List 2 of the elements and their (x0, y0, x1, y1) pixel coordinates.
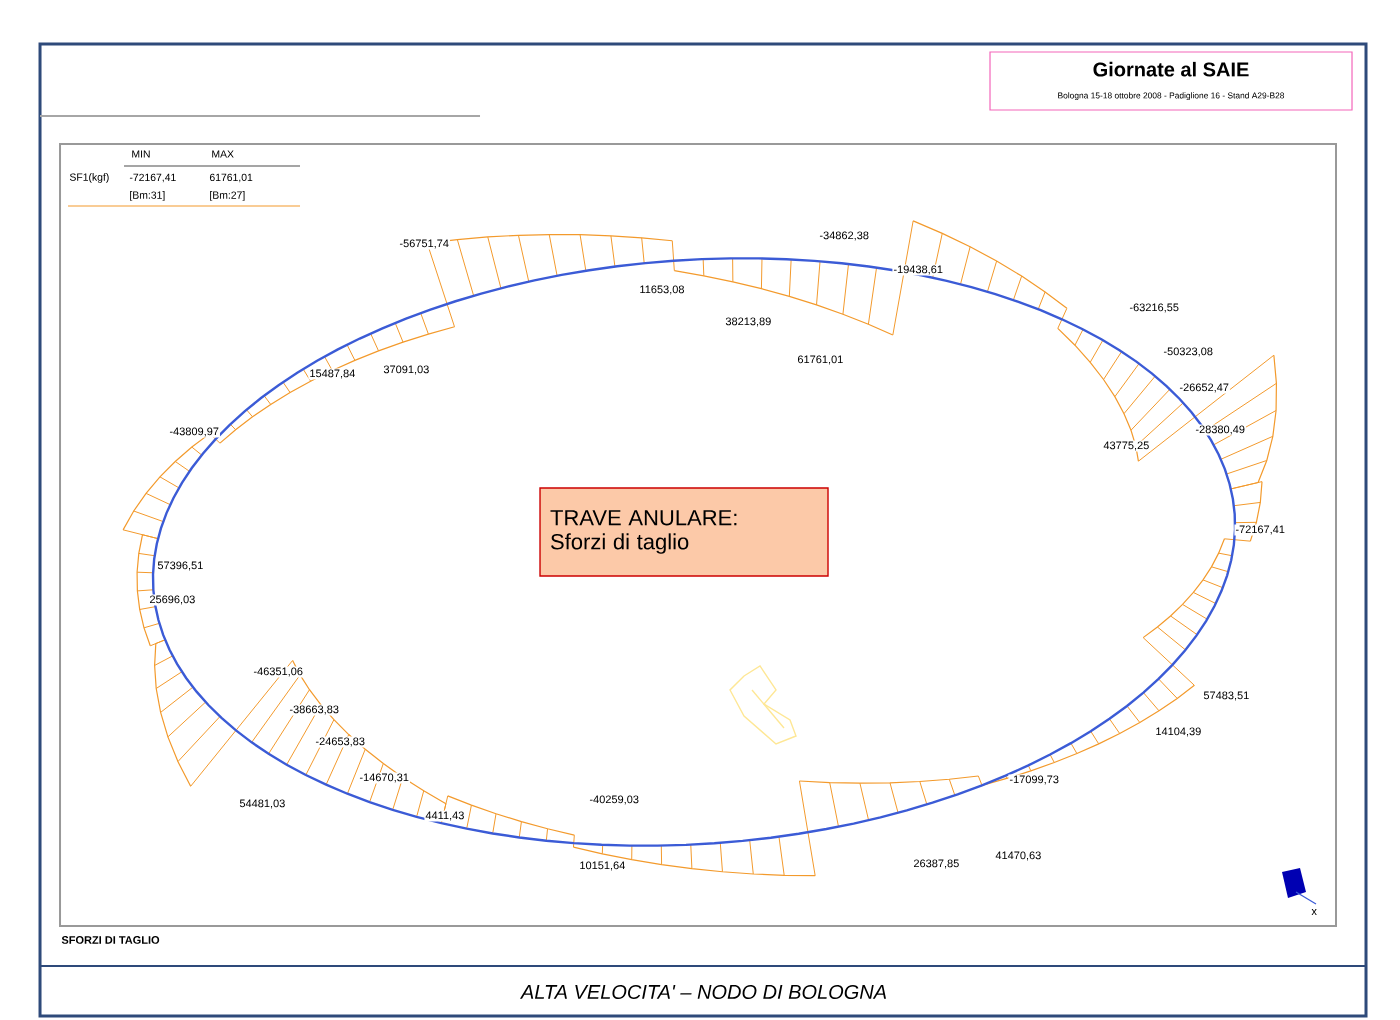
title-box: TRAVE ANULARE: Sforzi di taglio (539, 487, 829, 577)
caption: ALTA VELOCITA' – NODO DI BOLOGNA (520, 984, 886, 1000)
